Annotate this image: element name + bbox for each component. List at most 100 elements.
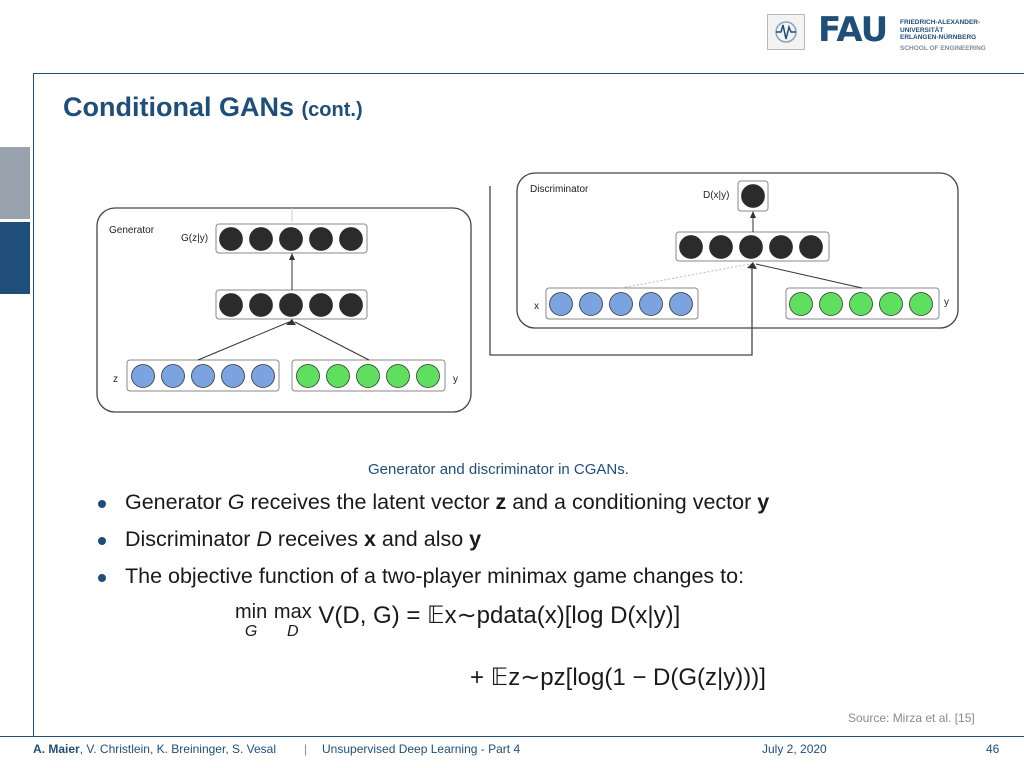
footer-separator: |: [304, 742, 308, 756]
neuron-node: [879, 292, 903, 316]
neuron-node: [909, 292, 933, 316]
generator-y-label: y: [453, 374, 458, 385]
bullet-text: receives the latent vector: [244, 490, 496, 514]
neuron-node: [279, 227, 303, 251]
generator-arrow: [294, 321, 370, 361]
neuron-node: [356, 364, 380, 388]
bullet-math: x: [363, 527, 376, 551]
equation-op-sub: G: [244, 623, 258, 640]
bullet-text: and a conditioning vector: [506, 490, 758, 514]
generator-label: Generator: [109, 225, 155, 236]
university-name-line: FRIEDRICH-ALEXANDER-: [900, 19, 981, 26]
bullet-math: D: [256, 527, 272, 551]
neuron-node: [219, 227, 243, 251]
footer-author-main: A. Maier: [33, 742, 80, 756]
neuron-node: [339, 227, 363, 251]
neuron-node: [669, 292, 693, 316]
slide-title-main: Conditional GANs: [63, 92, 294, 122]
bullet-icon: [98, 574, 106, 582]
neuron-node: [739, 235, 763, 259]
neuron-node: [549, 292, 573, 316]
neuron-node: [309, 227, 333, 251]
neuron-node: [741, 184, 765, 208]
neuron-node: [191, 364, 215, 388]
bullet-item: Discriminator D receives x and also y: [92, 521, 769, 558]
discriminator-connector: [489, 186, 753, 356]
side-accent-grey: [0, 147, 30, 219]
equation-expr: V(D, G) = 𝔼x∼pdata(x)[log D(x|y)]: [318, 602, 681, 629]
bullet-math: G: [227, 490, 245, 514]
generator-z-label: z: [113, 374, 118, 385]
neuron-node: [709, 235, 733, 259]
neuron-node: [799, 235, 823, 259]
frame-top-line: [33, 73, 1024, 74]
discriminator-arrow: [755, 263, 863, 289]
bullet-item: The objective function of a two-player m…: [92, 558, 769, 595]
side-accent-blue: [0, 222, 30, 294]
university-name-line: ERLANGEN-NÜRNBERG: [900, 34, 977, 41]
equation-line-2: + 𝔼z∼pz[log(1 − D(G(z|y)))]: [470, 664, 766, 691]
frame-bottom-line: [0, 736, 1024, 737]
neuron-node: [249, 227, 273, 251]
equation-op: max: [273, 601, 312, 623]
neuron-node: [679, 235, 703, 259]
bullet-math: z: [495, 490, 507, 514]
generator-arrow: [197, 321, 290, 361]
bullet-icon: [98, 500, 106, 508]
neuron-node: [819, 292, 843, 316]
cgan-figure: Generator G(z|y) z y Discriminator D(x|y…: [96, 172, 959, 413]
footer-lecture: Unsupervised Deep Learning - Part 4: [322, 742, 521, 756]
neuron-node: [326, 364, 350, 388]
discriminator-output-label: D(x|y): [703, 190, 729, 201]
bullet-icon: [98, 537, 106, 545]
neuron-node: [386, 364, 410, 388]
bullet-item: Generator G receives the latent vector z…: [92, 484, 769, 521]
footer-date: July 2, 2020: [762, 742, 827, 756]
equation-op-sub: D: [287, 623, 299, 640]
source-citation: Source: Mirza et al. [15]: [848, 711, 975, 725]
neuron-node: [769, 235, 793, 259]
neuron-node: [416, 364, 440, 388]
discriminator-box: [516, 172, 959, 329]
bullet-text: Discriminator: [125, 527, 257, 551]
school-name: SCHOOL OF ENGINEERING: [900, 45, 986, 52]
discriminator-arrow: [620, 263, 751, 289]
frame-left-line: [33, 73, 34, 736]
university-name: FRIEDRICH-ALEXANDER- UNIVERSITÄT ERLANGE…: [900, 19, 980, 42]
neuron-node: [219, 293, 243, 317]
bullet-text: receives: [271, 527, 364, 551]
neuron-node: [161, 364, 185, 388]
neuron-node: [789, 292, 813, 316]
generator-box: [96, 207, 472, 413]
neuron-node: [309, 293, 333, 317]
bullet-text: Generator: [125, 490, 228, 514]
neuron-node: [249, 293, 273, 317]
figure-caption: Generator and discriminator in CGANs.: [368, 461, 629, 478]
fau-logo: FAU: [818, 10, 888, 50]
footer-authors: A. Maier, V. Christlein, K. Breininger, …: [33, 742, 276, 756]
bullet-text: The objective function of a two-player m…: [125, 564, 745, 588]
bullet-text: and also: [375, 527, 470, 551]
neuron-node: [609, 292, 633, 316]
slide-title: Conditional GANs (cont.): [63, 92, 363, 123]
neuron-node: [251, 364, 275, 388]
neuron-node: [339, 293, 363, 317]
discriminator-y-label: y: [944, 297, 949, 308]
bullet-list: Generator G receives the latent vector z…: [92, 484, 769, 595]
generator-output-label: G(z|y): [181, 233, 208, 244]
discriminator-label: Discriminator: [530, 184, 589, 195]
university-name-line: UNIVERSITÄT: [900, 26, 944, 34]
neuron-node: [131, 364, 155, 388]
neuron-node: [221, 364, 245, 388]
neuron-node: [639, 292, 663, 316]
equation-op: min: [235, 601, 268, 623]
fau-emblem-icon: [767, 14, 805, 50]
bullet-math: y: [757, 490, 770, 514]
slide-title-suffix: (cont.): [301, 99, 363, 121]
neuron-node: [849, 292, 873, 316]
discriminator-x-label: x: [534, 301, 539, 312]
neuron-node: [279, 293, 303, 317]
